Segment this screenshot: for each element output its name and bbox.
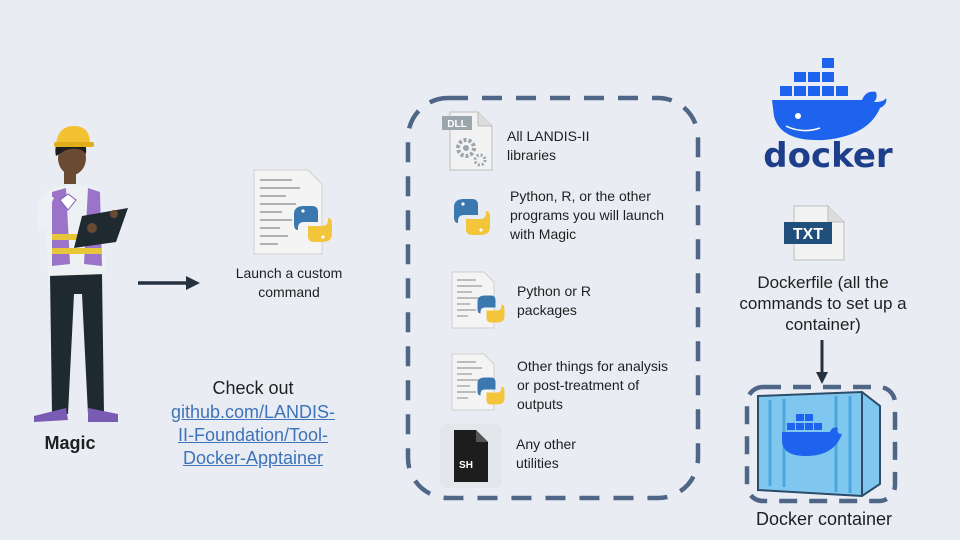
docker-container-label: Docker container bbox=[755, 509, 893, 529]
python-script-icon bbox=[450, 270, 508, 330]
dll-file-icon: DLL bbox=[442, 110, 494, 172]
python-icon bbox=[452, 197, 492, 237]
contents-item-utilities: Any other utilities bbox=[516, 436, 576, 471]
repository-link[interactable]: github.com/LANDIS- II-Foundation/Tool- D… bbox=[156, 401, 350, 470]
contents-item-programs: Python, R, or the other programs you wil… bbox=[510, 188, 665, 242]
contents-item-packages: Python or R packages bbox=[517, 283, 591, 318]
flow-arrow-down bbox=[814, 340, 830, 386]
docker-container-box bbox=[744, 384, 904, 506]
repository-link-line-2[interactable]: II-Foundation/Tool- bbox=[177, 425, 329, 445]
contents-item-analysis-tools: Other things for analysis or post-treatm… bbox=[517, 358, 668, 412]
text-file-icon: TXT bbox=[784, 204, 848, 262]
shell-script-icon: SH bbox=[440, 424, 502, 488]
container-contents-box bbox=[404, 94, 702, 502]
docker-logo-text: docker bbox=[763, 136, 893, 174]
contents-item-libraries: All LANDIS-II libraries bbox=[507, 128, 590, 163]
script-file-icon bbox=[252, 168, 336, 256]
repository-link-line-3[interactable]: Docker-Apptainer bbox=[182, 448, 324, 468]
persona-name: Magic bbox=[44, 433, 96, 453]
magic-persona-illustration bbox=[22, 124, 142, 424]
flow-arrow-right bbox=[136, 274, 202, 292]
dll-icon-label: DLL bbox=[447, 119, 466, 130]
txt-icon-label: TXT bbox=[793, 226, 823, 243]
repository-link-line-1[interactable]: github.com/LANDIS- bbox=[170, 402, 336, 422]
docker-logo: docker bbox=[758, 56, 898, 174]
checkout-heading: Check out bbox=[212, 378, 294, 398]
python-script-icon bbox=[450, 352, 508, 412]
launch-command-label: Launch a custom command bbox=[235, 265, 343, 300]
sh-icon-label: SH bbox=[459, 460, 473, 471]
dockerfile-description: Dockerfile (all the commands to set up a… bbox=[739, 273, 907, 334]
